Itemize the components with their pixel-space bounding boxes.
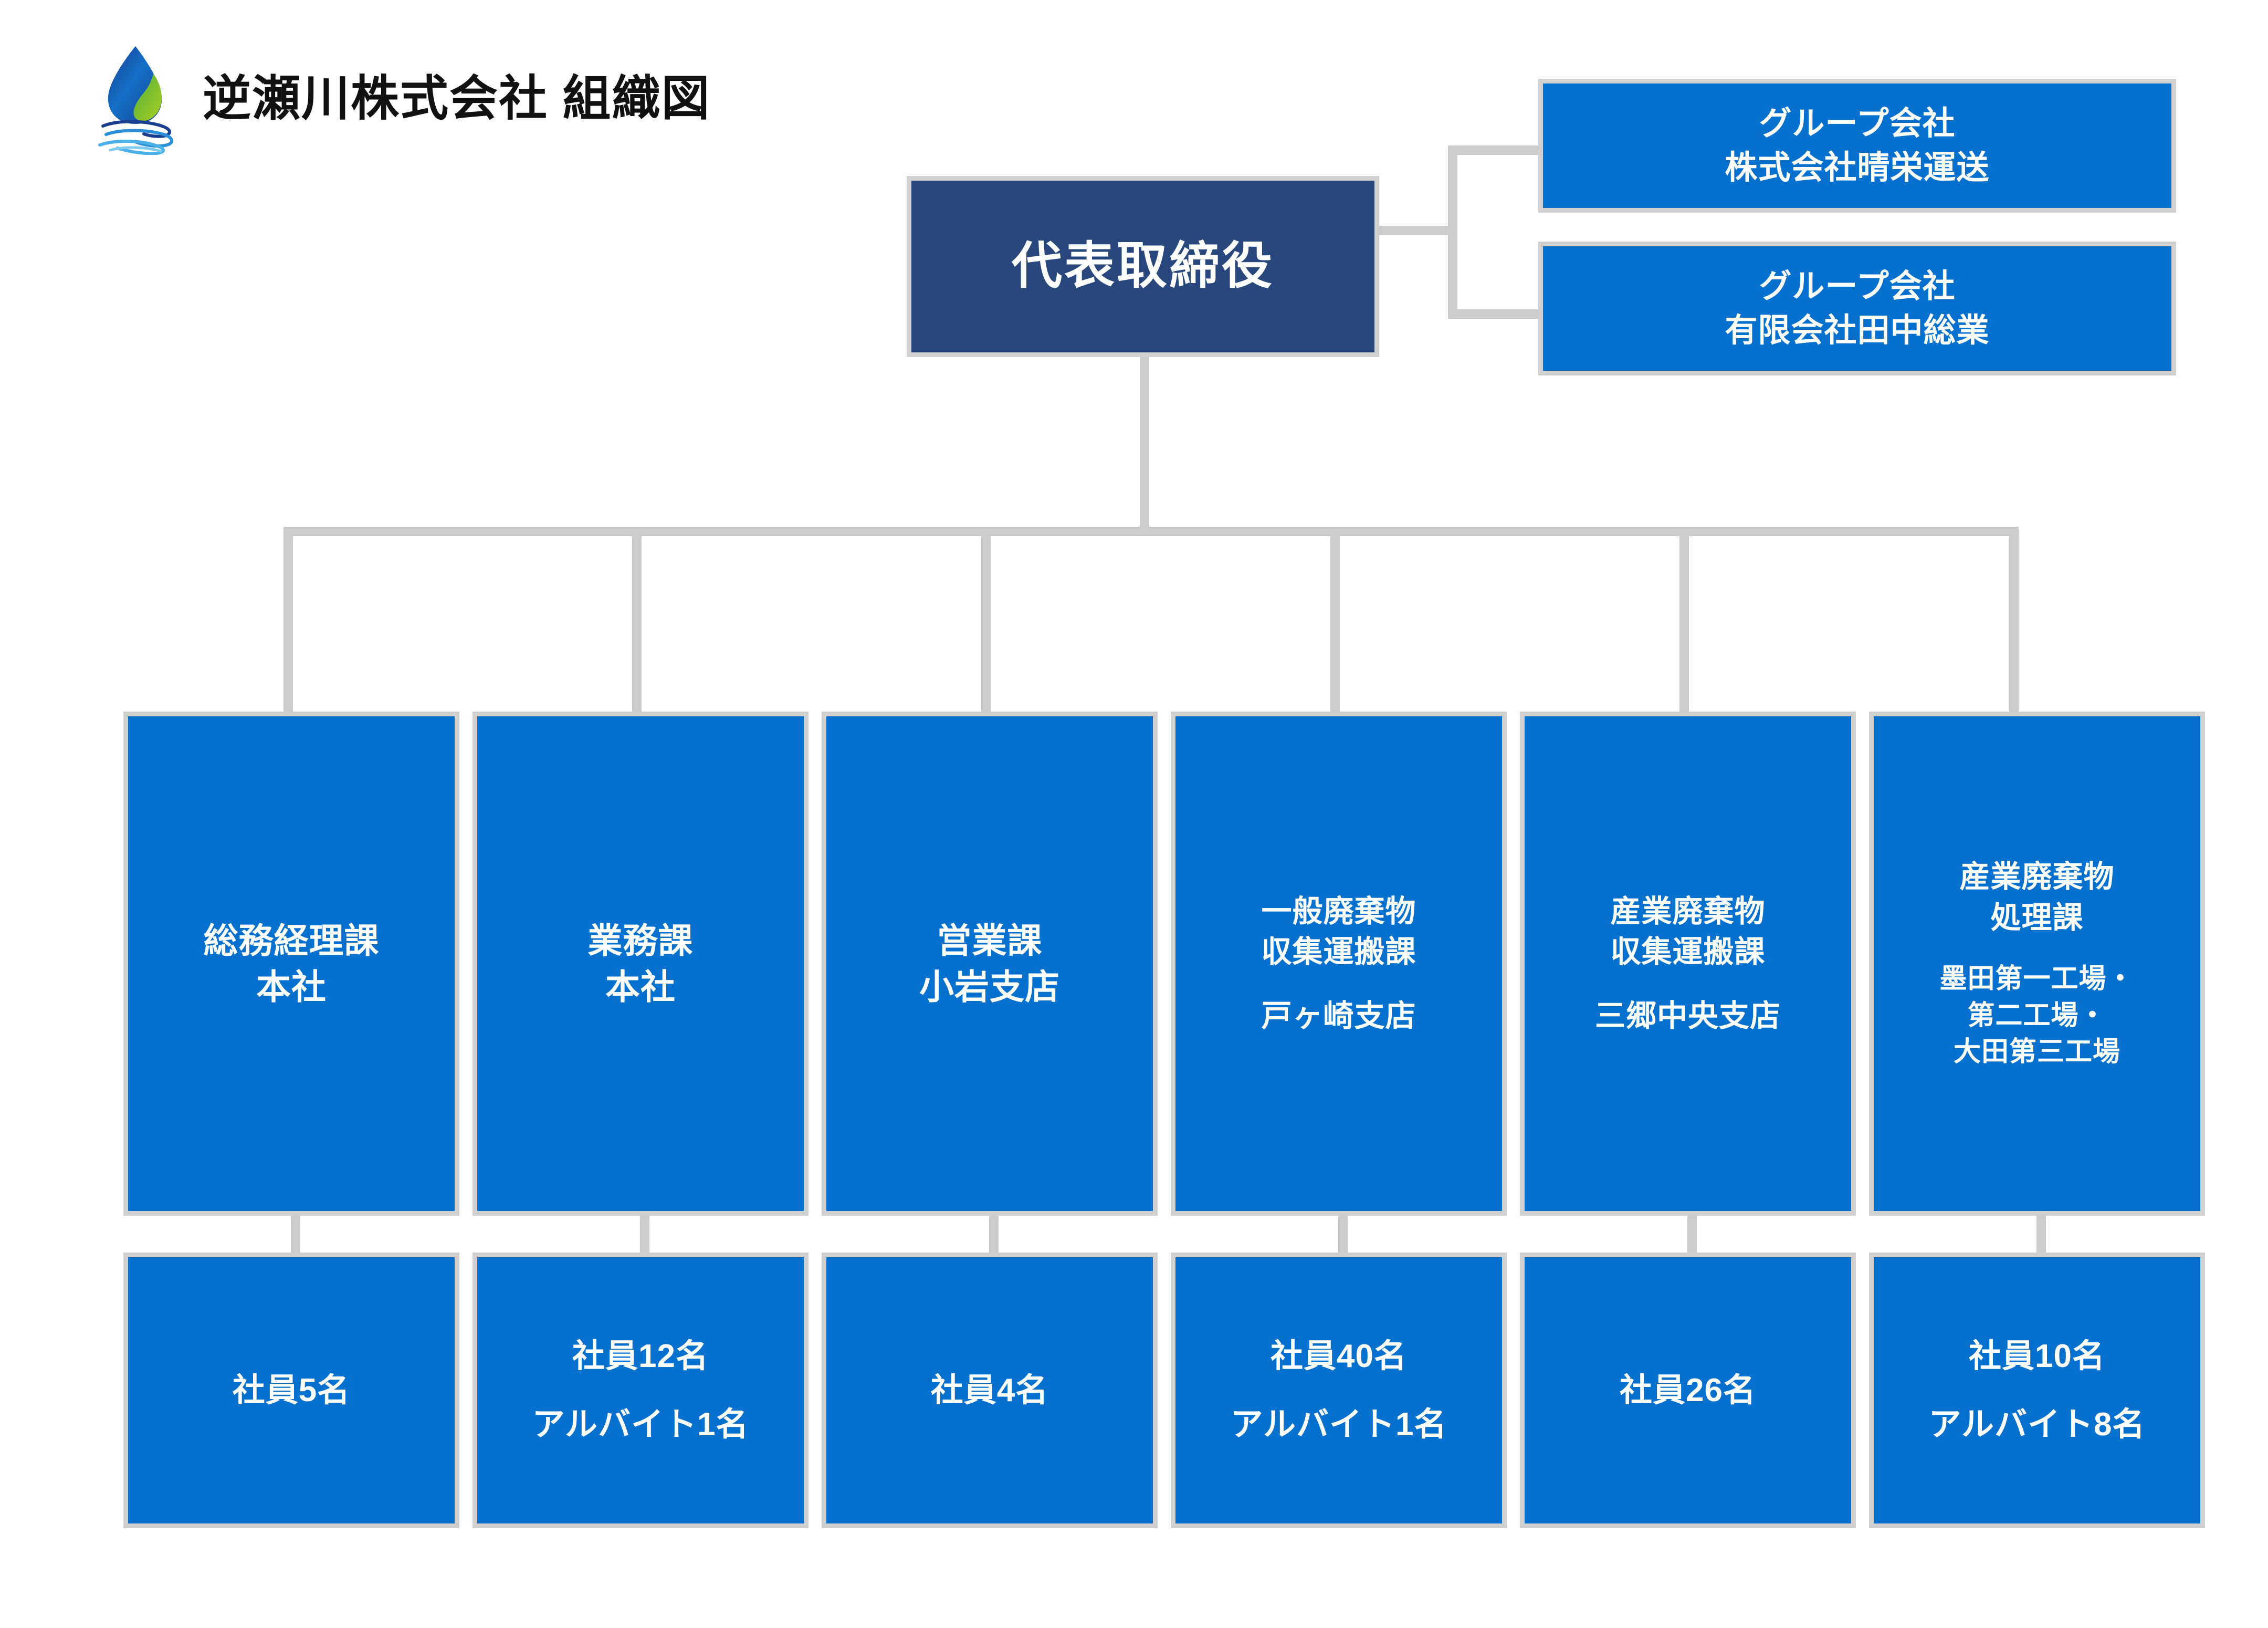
- node-staff-count-6[interactable]: 社員10名 アルバイト8名: [1869, 1253, 2205, 1528]
- node-department-3[interactable]: 営業課 小岩支店: [822, 712, 1158, 1216]
- staff-count-6-line-2: アルバイト8名: [1928, 1406, 2146, 1443]
- department-6-sub-3: 大田第三工場: [1953, 1037, 2120, 1068]
- node-department-4[interactable]: 一般廃棄物 収集運搬課 戸ヶ崎支店: [1171, 712, 1507, 1216]
- connector-drop-dept-5: [1679, 527, 1689, 713]
- staff-count-4-line-1: 社員40名: [1270, 1338, 1407, 1375]
- node-staff-count-5[interactable]: 社員26名: [1520, 1253, 1856, 1528]
- node-staff-count-2[interactable]: 社員12名 アルバイト1名: [472, 1253, 808, 1528]
- department-4-sub-1: 戸ヶ崎支店: [1261, 998, 1416, 1033]
- staff-count-6-line-1: 社員10名: [1969, 1338, 2105, 1375]
- department-6-sub-2: 第二工場・: [1967, 1000, 2107, 1031]
- connector-group-branch-bottom: [1448, 309, 1542, 319]
- connector-drop-dept-2: [632, 527, 642, 713]
- water-drop-leaf-logo-icon: [98, 46, 173, 155]
- node-department-2[interactable]: 業務課 本社: [472, 712, 808, 1216]
- node-staff-count-1[interactable]: 社員5名: [123, 1253, 459, 1528]
- connector-drop-dept-3: [981, 527, 991, 713]
- connector-group-branch-top: [1448, 145, 1542, 155]
- node-ceo[interactable]: 代表取締役: [907, 176, 1379, 357]
- connector-department-bus: [284, 527, 2019, 536]
- staff-count-4-line-2: アルバイト1名: [1230, 1406, 1447, 1443]
- department-3-line-1: 営業課: [937, 921, 1043, 960]
- connector-dept-staff-1: [291, 1212, 300, 1254]
- connector-dept-staff-4: [1338, 1212, 1348, 1254]
- node-department-1[interactable]: 総務経理課 本社: [123, 712, 459, 1216]
- staff-count-2-line-1: 社員12名: [572, 1338, 709, 1375]
- node-department-5[interactable]: 産業廃棄物 収集運搬課 三郷中央支店: [1520, 712, 1856, 1216]
- group-company-2-name: 有限会社田中総業: [1725, 312, 1990, 349]
- department-6-line-2: 処理課: [1990, 900, 2084, 935]
- group-company-1-heading: グループ会社: [1759, 106, 1956, 142]
- staff-count-3-line-1: 社員4名: [930, 1372, 1049, 1408]
- department-4-line-2: 収集運搬課: [1261, 935, 1416, 969]
- node-staff-count-3[interactable]: 社員4名: [822, 1253, 1158, 1528]
- node-ceo-label: 代表取締役: [1012, 238, 1274, 295]
- connector-group-bracket-vert: [1448, 145, 1457, 319]
- group-company-1-name: 株式会社晴栄運送: [1725, 149, 1990, 186]
- node-staff-count-4[interactable]: 社員40名 アルバイト1名: [1171, 1253, 1507, 1528]
- node-department-6[interactable]: 産業廃棄物 処理課 墨田第一工場・ 第二工場・ 大田第三工場: [1869, 712, 2205, 1216]
- connector-drop-dept-4: [1330, 527, 1340, 713]
- connector-drop-dept-6: [2009, 527, 2019, 713]
- department-5-line-2: 収集運搬課: [1610, 935, 1766, 969]
- connector-dept-staff-5: [1687, 1212, 1697, 1254]
- department-1-line-2: 本社: [256, 967, 327, 1006]
- department-2-line-2: 本社: [605, 967, 676, 1006]
- group-company-2-heading: グループ会社: [1759, 268, 1956, 305]
- connector-drop-dept-1: [284, 527, 293, 713]
- department-4-line-1: 一般廃棄物: [1261, 894, 1416, 928]
- connector-dept-staff-3: [989, 1212, 999, 1254]
- staff-count-5-line-1: 社員26名: [1620, 1372, 1756, 1408]
- department-5-sub-1: 三郷中央支店: [1594, 998, 1781, 1033]
- connector-dept-staff-2: [640, 1212, 649, 1254]
- page-header: 逆瀬川株式会社 組織図: [94, 42, 711, 155]
- department-1-line-1: 総務経理課: [203, 921, 380, 960]
- department-5-line-1: 産業廃棄物: [1610, 894, 1766, 928]
- staff-count-2-line-2: アルバイト1名: [532, 1406, 749, 1443]
- node-group-company-1[interactable]: グループ会社 株式会社晴栄運送: [1538, 79, 2176, 213]
- department-3-line-2: 小岩支店: [919, 967, 1060, 1006]
- connector-dept-staff-6: [2036, 1212, 2046, 1254]
- connector-ceo-trunk: [1140, 356, 1149, 534]
- page-title: 逆瀬川株式会社 組織図: [203, 71, 711, 126]
- department-6-sub-1: 墨田第一工場・: [1939, 963, 2135, 994]
- department-2-line-1: 業務課: [587, 921, 694, 960]
- staff-count-1-line-1: 社員5名: [232, 1372, 351, 1408]
- department-6-line-1: 産業廃棄物: [1959, 860, 2115, 894]
- node-group-company-2[interactable]: グループ会社 有限会社田中総業: [1538, 242, 2176, 375]
